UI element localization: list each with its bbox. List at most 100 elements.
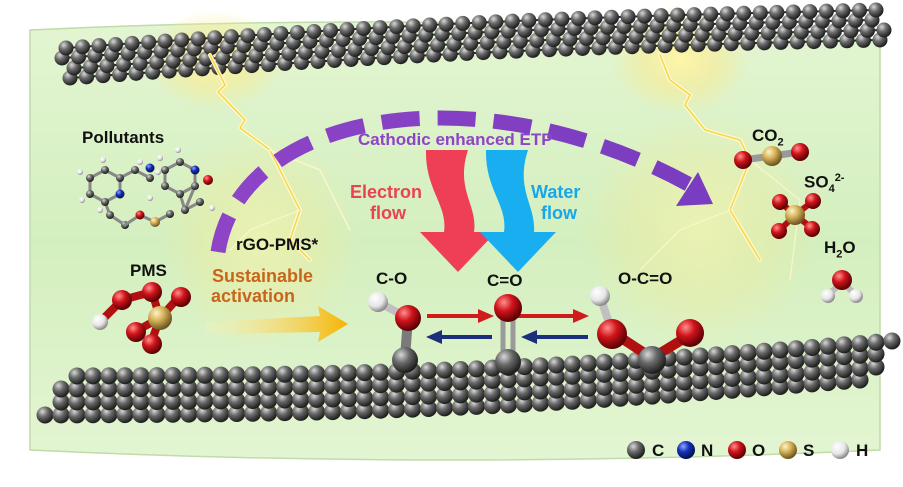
graphene-atom <box>869 3 884 18</box>
graphene-atom <box>141 35 156 50</box>
label-water-flow: flow <box>541 204 577 222</box>
sulfur-atom <box>785 205 805 225</box>
carbon-atom <box>392 347 418 373</box>
label-electron: Electron <box>350 183 422 201</box>
graphene-atom <box>819 4 834 19</box>
legend-atom-c <box>627 441 645 459</box>
carbon-atom <box>181 206 189 214</box>
carbon-atom <box>191 182 199 190</box>
graphene-atom <box>292 365 309 382</box>
graphene-atom <box>852 335 869 352</box>
graphene-atom <box>788 340 805 357</box>
graphene-atom <box>835 3 850 18</box>
oxygen-atom <box>112 290 132 310</box>
hydrogen-atom <box>849 289 863 303</box>
label-c-eq-o: C=O <box>487 272 522 289</box>
graphene-atom <box>108 37 123 52</box>
legend-label-s: S <box>803 442 814 459</box>
legend-label-c: C <box>652 442 664 459</box>
hydrogen-atom <box>147 195 153 201</box>
label-pms: PMS <box>130 262 167 279</box>
graphene-atom <box>884 333 901 350</box>
legend-atom-n <box>677 441 695 459</box>
graphene-atom <box>804 339 821 356</box>
legend-label-o: O <box>752 442 765 459</box>
graphene-atom <box>422 18 437 33</box>
oxygen-atom <box>791 143 809 161</box>
graphene-atom <box>868 334 885 351</box>
hydrogen-atom <box>175 147 181 153</box>
oxygen-atom <box>142 282 162 302</box>
graphene-atom <box>756 343 773 360</box>
label-co2: CO2 <box>752 127 784 148</box>
oxygen-atom <box>832 270 852 290</box>
hydrogen-atom <box>209 205 215 211</box>
graphene-atom <box>488 14 503 29</box>
graphene-atom <box>180 367 197 384</box>
graphene-atom <box>240 28 255 43</box>
carbon-atom <box>106 211 114 219</box>
graphene-atom <box>548 357 565 374</box>
graphene-atom <box>196 367 213 384</box>
hydrogen-atom <box>137 159 143 165</box>
graphene-atom <box>116 367 133 384</box>
graphene-atom <box>772 341 789 358</box>
graphene-atom <box>37 407 54 424</box>
graphene-atom <box>692 347 709 364</box>
oxygen-atom <box>203 175 213 185</box>
graphene-atom <box>468 360 485 377</box>
carbon-atom <box>86 190 94 198</box>
graphene-atom <box>158 34 173 49</box>
oxygen-atom <box>734 151 752 169</box>
label-o-c-eq-o: O-C=O <box>618 270 672 287</box>
nitrogen-atom <box>146 164 155 173</box>
graphene-atom <box>191 31 206 46</box>
oxygen-atom <box>805 193 821 209</box>
carbon-atom <box>131 166 139 174</box>
graphene-atom <box>836 336 853 353</box>
graphene-atom <box>148 367 165 384</box>
graphene-atom <box>224 29 239 44</box>
graphene-atom <box>596 354 613 371</box>
oxygen-atom <box>597 319 627 349</box>
graphene-atom <box>257 27 272 42</box>
graphene-atom <box>769 5 784 20</box>
graphene-atom <box>340 22 355 37</box>
oxygen-atom <box>494 294 522 322</box>
graphene-atom <box>212 367 229 384</box>
graphene-atom <box>786 4 801 19</box>
graphene-atom <box>877 23 892 38</box>
graphene-atom <box>59 41 74 56</box>
graphene-atom <box>852 3 867 18</box>
carbon-atom <box>176 158 184 166</box>
nitrogen-atom <box>191 166 200 175</box>
graphene-atom <box>703 7 718 22</box>
graphene-atom <box>260 366 277 383</box>
legend-label-n: N <box>701 442 713 459</box>
legend-label-h: H <box>856 442 868 459</box>
carbon-atom <box>495 349 521 375</box>
graphene-atom <box>290 25 305 40</box>
hydrogen-atom <box>77 169 83 175</box>
carbon-atom <box>176 190 184 198</box>
oxygen-atom <box>142 334 162 354</box>
oxygen-atom <box>136 211 145 220</box>
graphene-atom <box>612 353 629 370</box>
graphene-atom <box>720 6 735 21</box>
graphene-atom <box>340 364 357 381</box>
oxygen-atom <box>772 194 788 210</box>
graphene-atom <box>670 8 685 23</box>
graphene-atom <box>654 8 669 23</box>
label-water: Water <box>531 183 580 201</box>
graphene-atom <box>736 6 751 21</box>
graphene-atom <box>174 32 189 47</box>
carbon-atom <box>146 174 154 182</box>
graphene-atom <box>554 12 569 27</box>
graphene-atom <box>244 366 261 383</box>
graphene-atom <box>356 21 371 36</box>
carbon-atom <box>101 198 109 206</box>
label-sustainable: Sustainable <box>212 267 313 285</box>
label-activation: activation <box>211 287 295 305</box>
graphene-atom <box>207 30 222 45</box>
